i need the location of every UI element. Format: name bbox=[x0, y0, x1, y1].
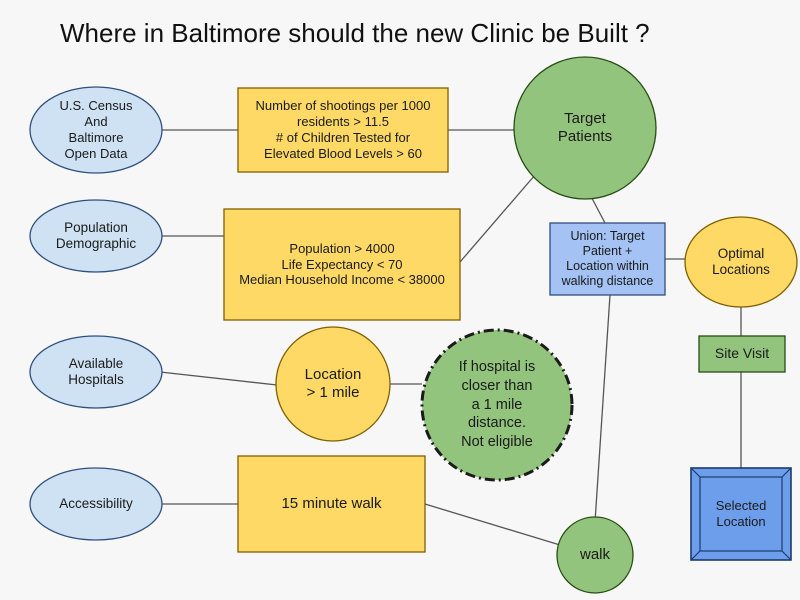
population-ellipse bbox=[29, 199, 163, 273]
selected-location-box bbox=[690, 467, 792, 561]
target-patients-label: Target Patients bbox=[557, 109, 613, 145]
eligibility-note-label: If hospital is closer than a 1 mile dist… bbox=[458, 358, 536, 451]
census-ellipse bbox=[29, 86, 163, 174]
population-criteria-box bbox=[223, 208, 461, 321]
optimal-locations-label: Optimal Locations bbox=[712, 245, 770, 277]
union-box bbox=[549, 222, 666, 296]
walk-circle bbox=[556, 516, 634, 594]
edge-popcriteria-target bbox=[459, 174, 536, 263]
site-visit-label: Site Visit bbox=[714, 345, 770, 362]
hospitals-label: Available Hospitals bbox=[68, 355, 124, 387]
walk-criteria-box bbox=[237, 455, 426, 553]
edge-walkcriteria-walk bbox=[424, 503, 561, 546]
population-criteria-label: Population > 4000 Life Expectancy < 70 M… bbox=[239, 240, 445, 288]
hospitals-ellipse bbox=[29, 335, 163, 409]
population-label: Population Demographic bbox=[55, 219, 137, 251]
edge-walk-union bbox=[594, 294, 611, 523]
eligibility-note-circle bbox=[420, 328, 574, 482]
location-label: Location > 1 mile bbox=[304, 365, 362, 401]
selected-location-label: Selected Location bbox=[715, 498, 767, 529]
location-circle bbox=[275, 326, 391, 442]
site-visit-box bbox=[698, 335, 786, 373]
diagram-title: Where in Baltimore should the new Clinic… bbox=[60, 18, 650, 48]
edge-hospitals-location bbox=[159, 371, 278, 386]
census-label: U.S. Census And Baltimore Open Data bbox=[59, 98, 133, 161]
walk-label: walk bbox=[579, 545, 610, 563]
shootings-criteria-box bbox=[237, 87, 449, 173]
union-label: Union: Target Patient + Location within … bbox=[561, 228, 654, 289]
target-patients-circle bbox=[513, 56, 657, 200]
accessibility-ellipse bbox=[29, 467, 163, 541]
accessibility-label: Accessibility bbox=[59, 495, 133, 511]
shootings-criteria-label: Number of shootings per 1000 residents >… bbox=[255, 98, 431, 161]
walk-criteria-label: 15 minute walk bbox=[281, 494, 382, 512]
optimal-locations-ellipse bbox=[684, 216, 798, 308]
